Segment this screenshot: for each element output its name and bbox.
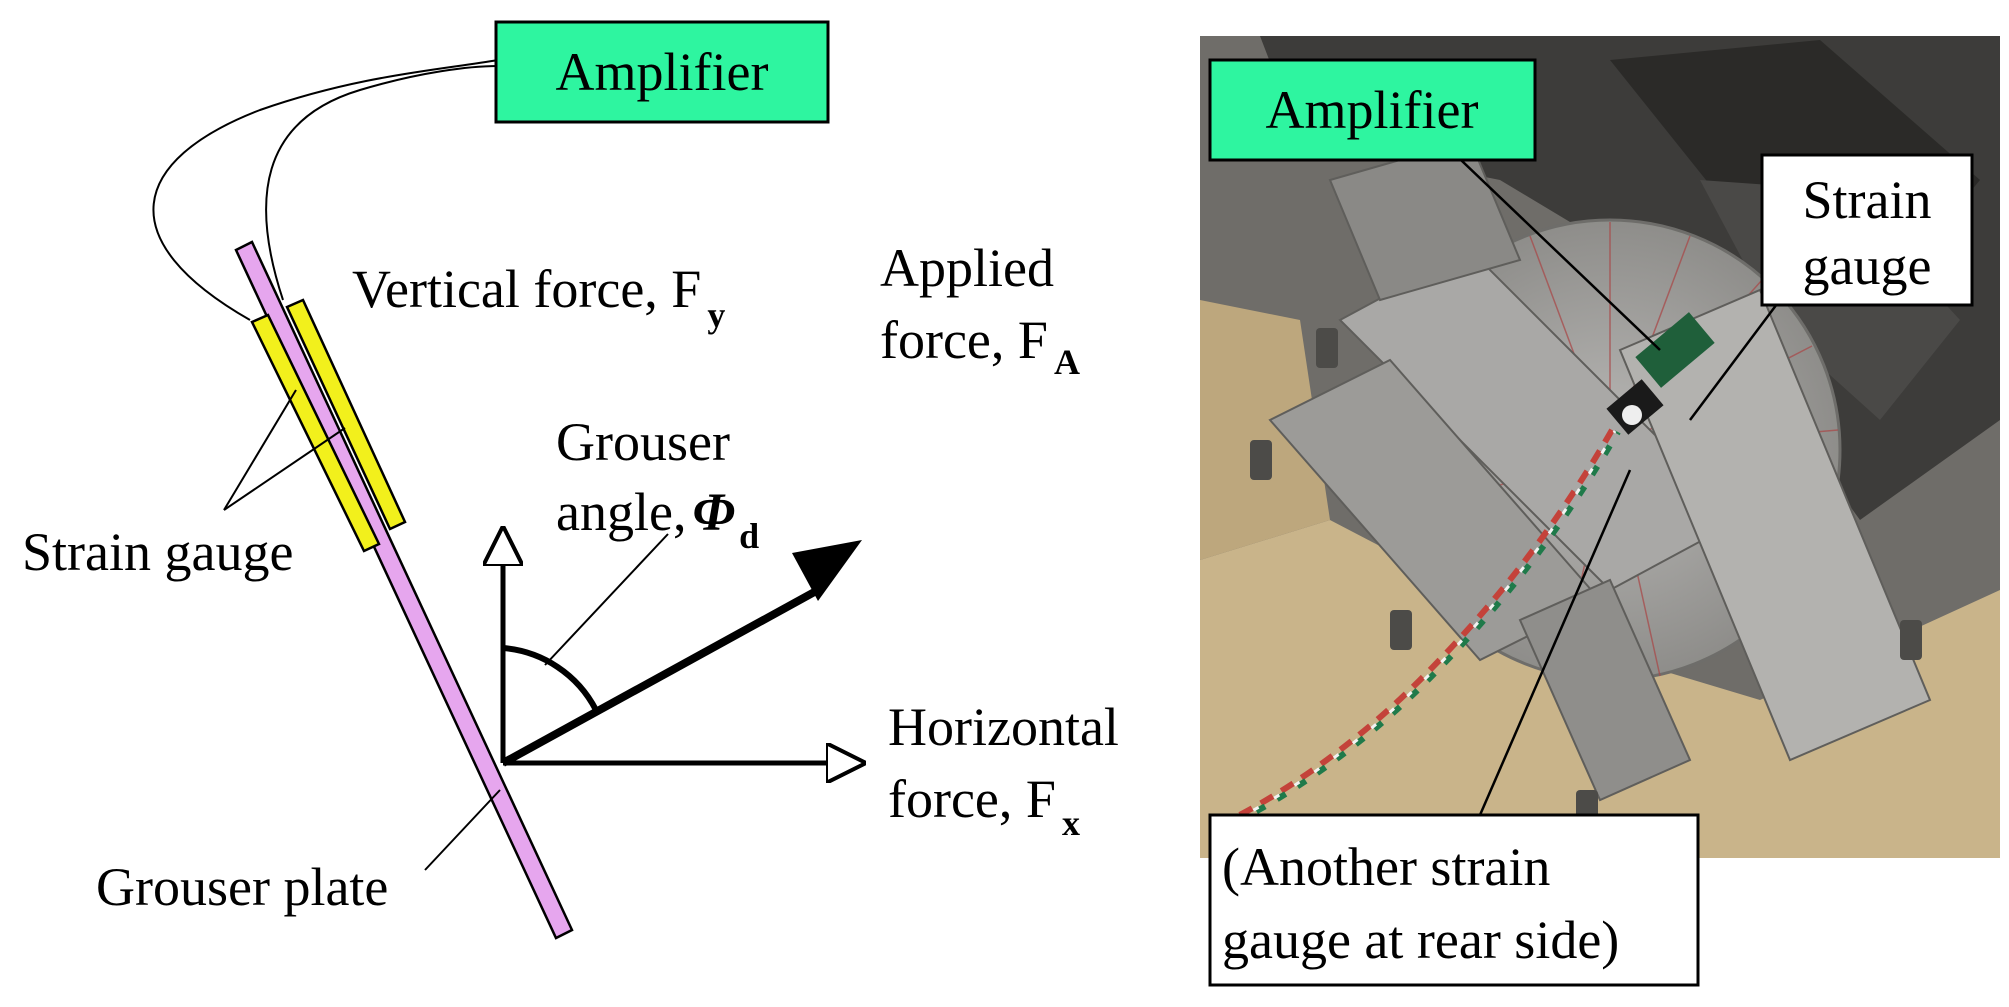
photo-amplifier-leader bbox=[1439, 139, 1661, 351]
twisted-cable-red bbox=[1228, 428, 1615, 823]
photo-amplifier-box: Amplifier bbox=[1208, 58, 1537, 162]
amplifier-wire-1 bbox=[152, 59, 499, 321]
applied-force-arrow-shaft bbox=[501, 586, 820, 767]
applied-force-label-line1: Applied bbox=[880, 238, 1054, 298]
applied-force-arrowhead bbox=[792, 540, 862, 601]
strain-gauge-leader-1 bbox=[223, 389, 297, 511]
photo-strain-gauge-leader bbox=[1689, 299, 1781, 421]
amplifier-wire-2 bbox=[265, 65, 499, 301]
amplifier-box: Amplifier bbox=[494, 20, 830, 124]
twisted-cable-white bbox=[1232, 430, 1617, 823]
grouser-plate bbox=[234, 240, 574, 940]
photo-rear-note-line2: gauge at rear side) bbox=[1222, 910, 1619, 970]
grouser-plate-label: Grouser plate bbox=[96, 857, 388, 917]
grouser-angle-arc bbox=[502, 645, 599, 712]
strain-gauge-front bbox=[250, 313, 381, 553]
strain-gauge-rear bbox=[285, 298, 407, 531]
schematic-diagram: Amplifier Strain gauge Grouser plate Ver… bbox=[22, 20, 1119, 940]
photo-strain-gauge-box: Strain gauge bbox=[1760, 153, 1974, 307]
photo-strain-gauge-line2: gauge bbox=[1803, 236, 1932, 296]
twisted-cable-green bbox=[1234, 430, 1621, 825]
amplifier-label: Amplifier bbox=[556, 42, 769, 102]
grouser-plate-leader bbox=[424, 789, 501, 871]
grouser-blade-3 bbox=[1618, 288, 1932, 762]
grouser-angle-leader bbox=[544, 533, 669, 666]
photo-rear-note-line1: (Another strain bbox=[1222, 837, 1550, 897]
grouser-angle-label-line1: Grouser bbox=[556, 412, 730, 472]
grouser-blade-4 bbox=[1518, 578, 1692, 802]
photo-strain-gauge-line1: Strain bbox=[1803, 170, 1932, 230]
photo-amplifier-label: Amplifier bbox=[1266, 80, 1479, 140]
strain-gauge-label: Strain gauge bbox=[22, 522, 293, 582]
wheel-photo: Amplifier Strain gauge (Another strain g… bbox=[1200, 36, 2000, 987]
sensor-module bbox=[1635, 312, 1715, 388]
photo-rear-note-box: (Another strain gauge at rear side) bbox=[1208, 813, 1700, 987]
strain-gauge-leader-2 bbox=[223, 427, 346, 511]
horizontal-force-label-line1: Horizontal bbox=[888, 697, 1119, 757]
photo-rear-gauge-leader bbox=[1478, 469, 1632, 816]
